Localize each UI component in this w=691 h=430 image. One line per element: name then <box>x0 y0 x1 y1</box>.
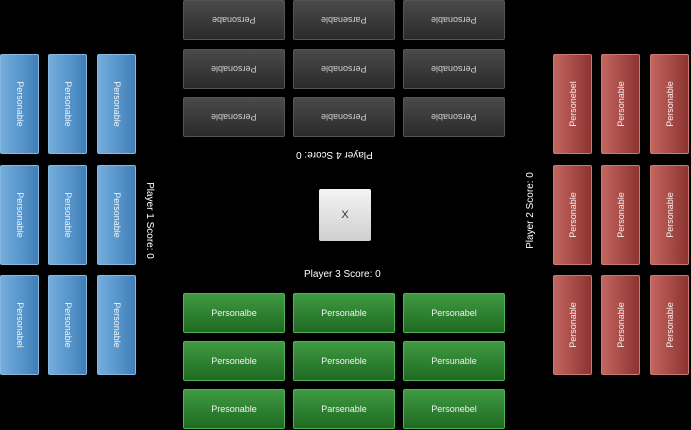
player4-card[interactable]: Parsenable <box>293 0 395 40</box>
player3-card[interactable]: Persunable <box>403 341 505 381</box>
player4-card[interactable]: Personable <box>403 0 505 40</box>
player1-card[interactable]: Personable <box>0 165 39 265</box>
center-card-label: X <box>341 209 349 221</box>
player3-card[interactable]: Personebel <box>403 389 505 429</box>
player2-card[interactable]: Personable <box>650 275 689 375</box>
player1-card[interactable]: Personable <box>0 54 39 154</box>
player3-score: Player 3 Score: 0 <box>304 269 381 280</box>
player1-card[interactable]: Personable <box>97 275 136 375</box>
player2-card[interactable]: Personable <box>650 165 689 265</box>
player3-card[interactable]: Personalbe <box>183 293 285 333</box>
player3-card[interactable]: Parsenable <box>293 389 395 429</box>
player1-card[interactable]: Personable <box>97 165 136 265</box>
player3-card[interactable]: Personeble <box>293 341 395 381</box>
player1-score: Player 1 Score: 0 <box>143 182 155 259</box>
player1-card[interactable]: Personable <box>97 54 136 154</box>
player4-card[interactable]: Personable <box>403 49 505 89</box>
player4-card[interactable]: Personable <box>293 97 395 137</box>
player1-card[interactable]: Personable <box>48 275 87 375</box>
player3-card[interactable]: Presonable <box>183 389 285 429</box>
player4-score: Player 4 Score: 0 <box>296 149 373 160</box>
player4-card[interactable]: Personabe <box>183 0 285 40</box>
player2-card[interactable]: Personable <box>553 165 592 265</box>
player2-card[interactable]: Personable <box>650 54 689 154</box>
player2-card[interactable]: Personable <box>601 275 640 375</box>
player2-card[interactable]: Personable <box>601 165 640 265</box>
player2-score: Player 2 Score: 0 <box>524 172 536 249</box>
player3-card[interactable]: Personable <box>293 293 395 333</box>
player2-card[interactable]: Personebel <box>553 54 592 154</box>
player4-card[interactable]: Personable <box>403 97 505 137</box>
player2-card[interactable]: Personable <box>553 275 592 375</box>
player1-card[interactable]: Personabel <box>0 275 39 375</box>
center-card[interactable]: X <box>319 189 371 241</box>
player1-card[interactable]: Personable <box>48 54 87 154</box>
player3-card[interactable]: Personeble <box>183 341 285 381</box>
player4-card[interactable]: Personable <box>183 97 285 137</box>
player3-card[interactable]: Personabel <box>403 293 505 333</box>
player4-card[interactable]: Personable <box>293 49 395 89</box>
player1-card[interactable]: Personable <box>48 165 87 265</box>
player4-card[interactable]: Personable <box>183 49 285 89</box>
player2-card[interactable]: Personable <box>601 54 640 154</box>
